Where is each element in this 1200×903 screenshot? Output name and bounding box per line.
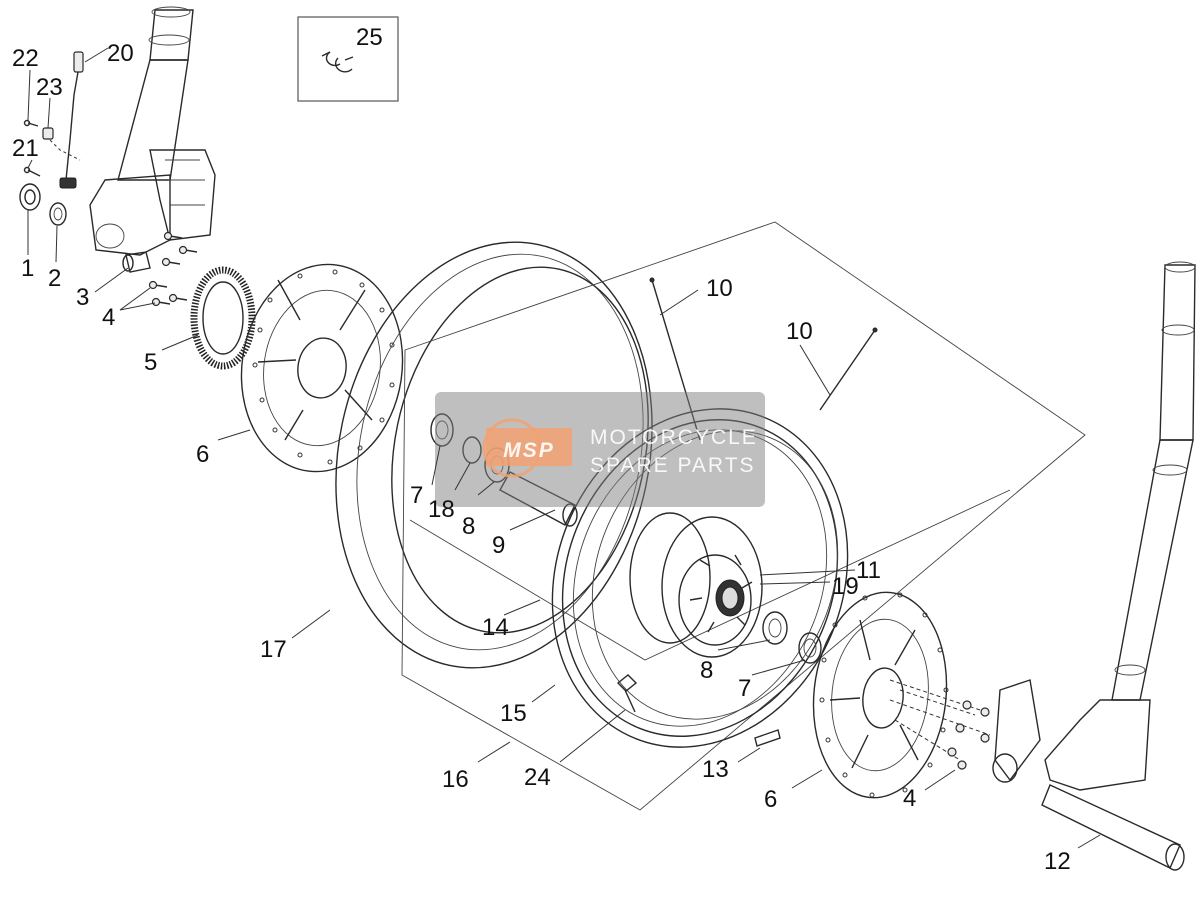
callout-7-right: 7 [738,675,751,702]
disc-bolts-left [148,231,198,307]
callout-25: 25 [356,24,383,51]
watermark-line2: SPARE PARTS [590,454,756,477]
callout-8-left: 8 [462,513,475,540]
callout-11: 11 [856,557,881,584]
callout-13: 13 [702,756,729,783]
callout-16: 16 [442,766,469,793]
callouts: 20 22 23 21 1 2 3 4 5 6 25 10 10 7 18 8 … [12,24,1071,875]
callout-22: 22 [12,45,39,72]
leader-lines [27,47,1101,849]
callout-10-top: 10 [706,275,733,302]
callout-21: 21 [12,135,39,162]
callout-23: 23 [36,74,63,101]
callout-14: 14 [482,614,509,641]
callout-4-left: 4 [102,304,115,331]
valve-and-weight [616,674,781,747]
brake-disc-left [240,263,404,473]
callout-18: 18 [428,496,455,523]
callout-17: 17 [260,636,287,663]
abs-tone-ring [190,266,256,370]
disc-bolts-right [889,679,991,770]
callout-8-right: 8 [700,657,713,684]
callout-24: 24 [524,764,551,791]
callout-12: 12 [1044,848,1071,875]
callout-15: 15 [500,700,527,727]
callout-2: 2 [48,265,61,292]
callout-9: 9 [492,532,505,559]
right-fork-leg [992,261,1196,791]
callout-4-right: 4 [903,785,916,812]
callout-6-right: 6 [764,786,777,813]
abs-sensor [59,51,84,189]
callout-7-left: 7 [410,482,423,509]
wheel-hub [629,512,763,658]
clip-kit-box [297,16,399,102]
wheel-axle [1041,784,1185,871]
watermark: MSP MOTORCYCLE SPARE PARTS [435,392,765,507]
watermark-line1: MOTORCYCLE [590,426,758,449]
callout-6-left: 6 [196,441,209,468]
watermark-logo: MSP [503,439,555,462]
brake-disc-right [812,591,949,799]
callout-5: 5 [144,349,157,376]
callout-20: 20 [107,40,134,67]
callout-19: 19 [832,573,859,600]
callout-1: 1 [21,255,34,282]
small-hardware-left [19,119,151,273]
left-fork-leg [89,6,216,256]
callout-10-right: 10 [786,318,813,345]
callout-3: 3 [76,284,89,311]
